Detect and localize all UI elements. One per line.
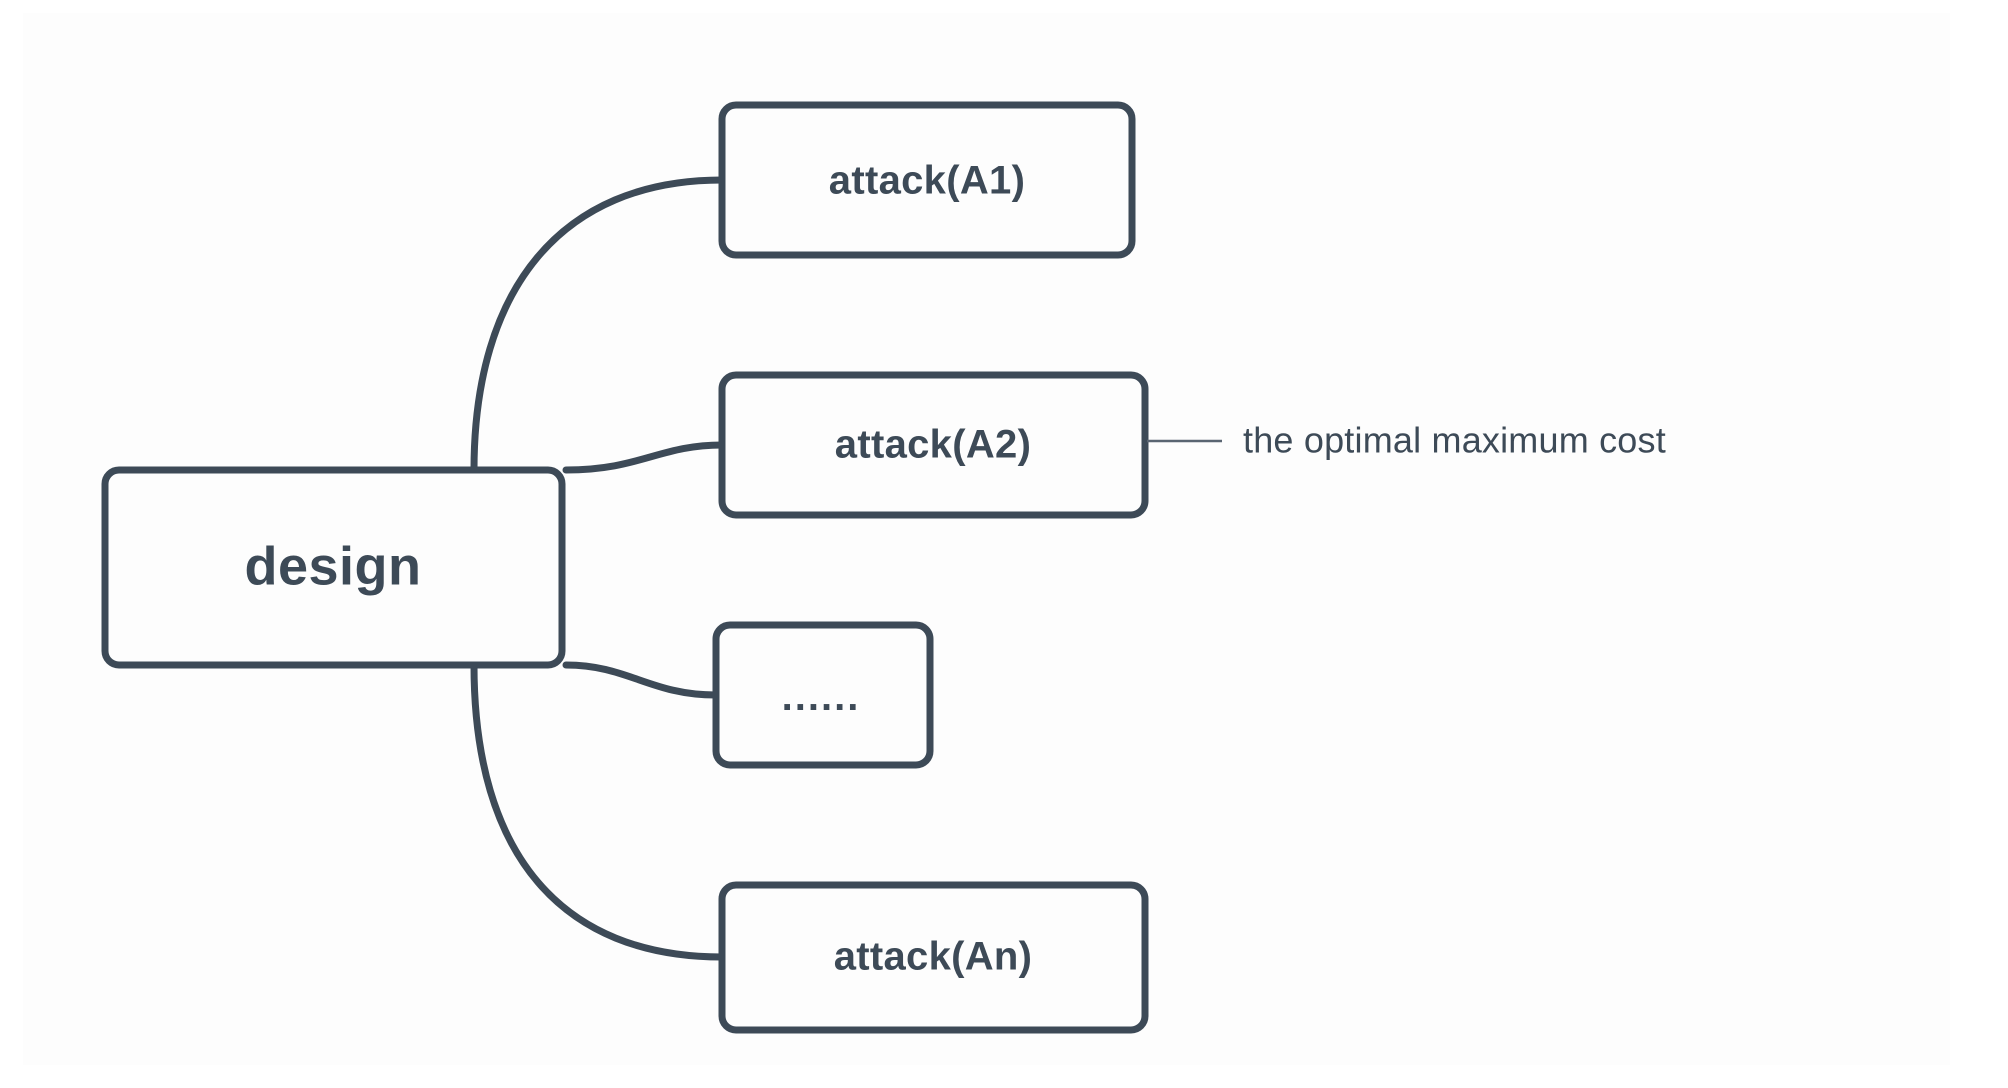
node-attack-a2[interactable]: attack(A2) bbox=[718, 371, 1149, 519]
node-ellipsis-label: ...... bbox=[782, 675, 861, 719]
connector-design-to-ellipsis bbox=[562, 661, 720, 699]
connector-design-to-attack-a1 bbox=[470, 176, 726, 474]
node-attack-a2-box[interactable] bbox=[718, 371, 1149, 519]
branch-connectors bbox=[470, 176, 726, 961]
node-attack-a1[interactable]: attack(A1) bbox=[718, 101, 1136, 259]
annotation-optimal-cost: the optimal maximum cost bbox=[1147, 420, 1666, 461]
annotation-optimal-cost-label: the optimal maximum cost bbox=[1243, 420, 1666, 461]
node-design-label: design bbox=[244, 536, 421, 596]
node-attack-a1-label: attack(A1) bbox=[829, 159, 1025, 203]
node-design[interactable]: design bbox=[101, 466, 566, 669]
node-attack-an-label: attack(An) bbox=[834, 935, 1033, 979]
node-attack-an[interactable]: attack(An) bbox=[718, 881, 1149, 1034]
connector-design-to-attack-a2 bbox=[562, 441, 726, 474]
node-attack-an-box[interactable] bbox=[718, 881, 1149, 1034]
node-attack-a1-box[interactable] bbox=[718, 101, 1136, 259]
node-attack-a2-label: attack(A2) bbox=[835, 423, 1031, 467]
node-ellipsis-box[interactable] bbox=[712, 621, 934, 769]
connector-design-to-attack-an bbox=[470, 661, 726, 961]
node-ellipsis[interactable]: ...... bbox=[712, 621, 934, 769]
node-design-box[interactable] bbox=[101, 466, 566, 669]
